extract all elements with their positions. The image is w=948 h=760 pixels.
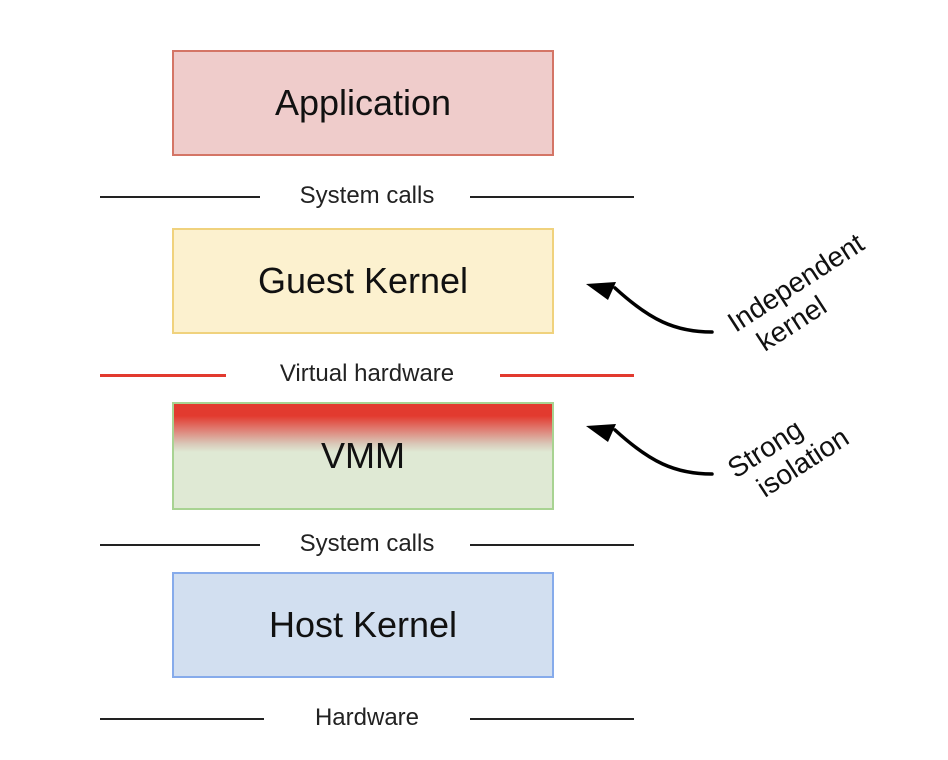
independent-kernel-arrow-icon xyxy=(586,282,714,334)
guest-kernel-layer: Guest Kernel xyxy=(172,228,554,334)
system-calls-label-bottom: System calls xyxy=(299,530,435,557)
virtual-hardware-label: Virtual hardware xyxy=(279,360,455,387)
host-kernel-layer: Host Kernel xyxy=(172,572,554,678)
separator-line-left xyxy=(100,196,260,198)
system-calls-label-top: System calls xyxy=(299,182,435,209)
separator-line-right xyxy=(500,374,634,377)
application-layer: Application xyxy=(172,50,554,156)
host-kernel-label: Host Kernel xyxy=(268,604,458,645)
guest-kernel-label: Guest Kernel xyxy=(257,260,469,301)
system-calls-separator-top: System calls xyxy=(100,181,634,211)
virtual-hardware-separator: Virtual hardware xyxy=(100,359,634,389)
separator-line-right xyxy=(470,544,634,546)
hardware-label: Hardware xyxy=(314,704,420,731)
separator-line-left xyxy=(100,718,264,720)
system-calls-separator-bottom: System calls xyxy=(100,529,634,559)
separator-line-right xyxy=(470,196,634,198)
independent-kernel-annotation: Independent kernel xyxy=(722,227,887,365)
separator-line-right xyxy=(470,718,634,720)
separator-line-left xyxy=(100,544,260,546)
hardware-separator: Hardware xyxy=(100,703,634,733)
separator-line-left xyxy=(100,374,226,377)
vmm-label: VMM xyxy=(321,435,405,476)
application-label: Application xyxy=(274,82,452,123)
vmm-layer: VMM xyxy=(172,402,554,510)
strong-isolation-annotation: Strong isolation xyxy=(722,394,855,511)
strong-isolation-arrow-icon xyxy=(586,424,714,476)
